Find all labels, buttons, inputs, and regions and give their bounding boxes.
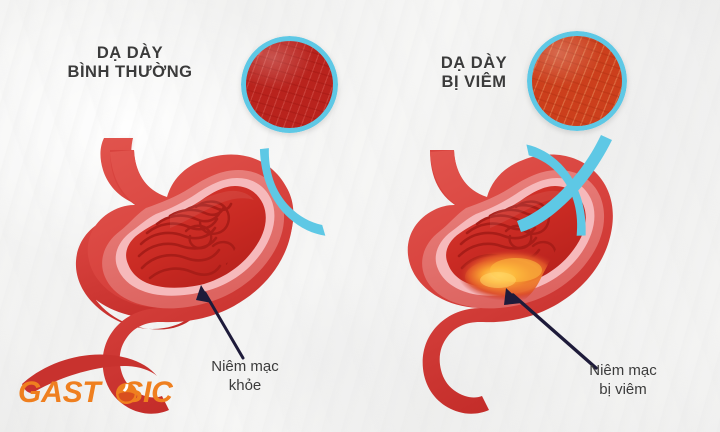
arrow-left	[196, 285, 245, 360]
panel-title-inflamed: DẠ DÀY BỊ VIÊM	[440, 54, 508, 92]
logo-stomach-o-icon	[115, 382, 138, 405]
stomach-inflamed-final	[407, 150, 613, 414]
magnifier-inflamed-mucosa	[527, 31, 627, 131]
stomach-normal-final	[87, 150, 293, 414]
magnifier-ring-right	[527, 31, 627, 131]
connector-taper-right	[517, 135, 612, 232]
logo-text-part-a: GAST	[18, 376, 100, 409]
caption-inflamed-mucosa: Niêm mạc bị viêm	[589, 362, 657, 398]
brand-logo[interactable]: GASTOSIC	[18, 376, 193, 416]
logo-swoosh	[22, 354, 157, 393]
caption-normal-mucosa: Niêm mạc khỏe	[211, 358, 279, 394]
magnifier-normal-mucosa	[241, 36, 338, 133]
gastric-rugae-left	[137, 202, 233, 280]
connector-curve-left	[259, 148, 326, 236]
lumen-highlight-left	[170, 190, 254, 228]
logo-wordmark: GASTOSIC	[18, 378, 173, 408]
magnifier-ring-left	[241, 36, 338, 133]
panel-title-normal: DẠ DÀY BÌNH THƯỜNG	[67, 44, 193, 82]
arrow-right	[504, 288, 598, 370]
stomach-lumen-left	[126, 186, 266, 288]
